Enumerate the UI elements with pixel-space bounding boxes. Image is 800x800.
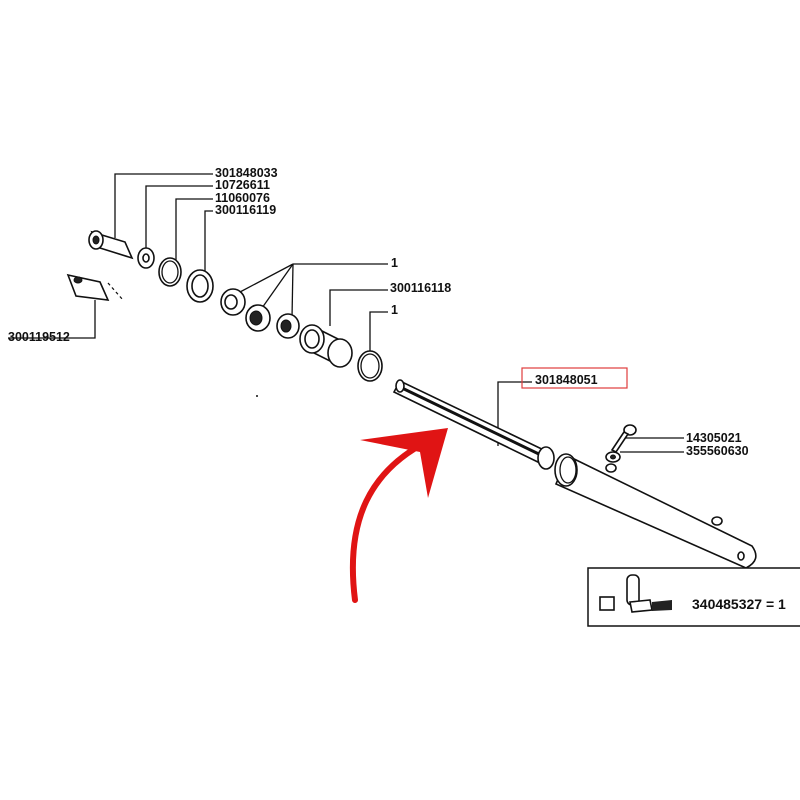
label-bushing: 300116118 <box>390 281 451 295</box>
label-o-ring: 1 <box>391 303 398 317</box>
label-rod: 301848051 <box>535 373 598 387</box>
leader-lines <box>8 173 684 453</box>
stray-dot <box>256 395 258 397</box>
rod-highlight-box <box>521 367 628 389</box>
label-pin: 301848033 <box>215 166 278 180</box>
label-bracket: 300119512 <box>8 330 70 344</box>
pin-part <box>88 230 134 260</box>
kit-inset: 340485327 = 1 <box>587 567 800 627</box>
washer-part <box>605 451 621 463</box>
bracket-part <box>66 273 110 301</box>
seal-ring-part <box>186 269 214 303</box>
label-nut: 10726611 <box>215 178 270 192</box>
highlight-arrow <box>349 428 448 603</box>
circlip-part <box>158 257 182 287</box>
label-bolt: 14305021 <box>686 431 742 445</box>
bearing-parts <box>220 288 300 339</box>
kit-label: 340485327 = 1 <box>692 596 786 612</box>
label-bearing-set: 1 <box>391 256 398 270</box>
label-seal-ring: 300116119 <box>215 203 276 217</box>
o-ring-part <box>357 350 383 382</box>
label-circlip: 11060076 <box>215 191 270 205</box>
label-washer: 355560630 <box>686 444 749 458</box>
nut-part <box>137 247 155 269</box>
bushing-part <box>299 324 353 368</box>
rod-part <box>392 379 555 470</box>
cylinder-tube-part <box>554 453 757 569</box>
